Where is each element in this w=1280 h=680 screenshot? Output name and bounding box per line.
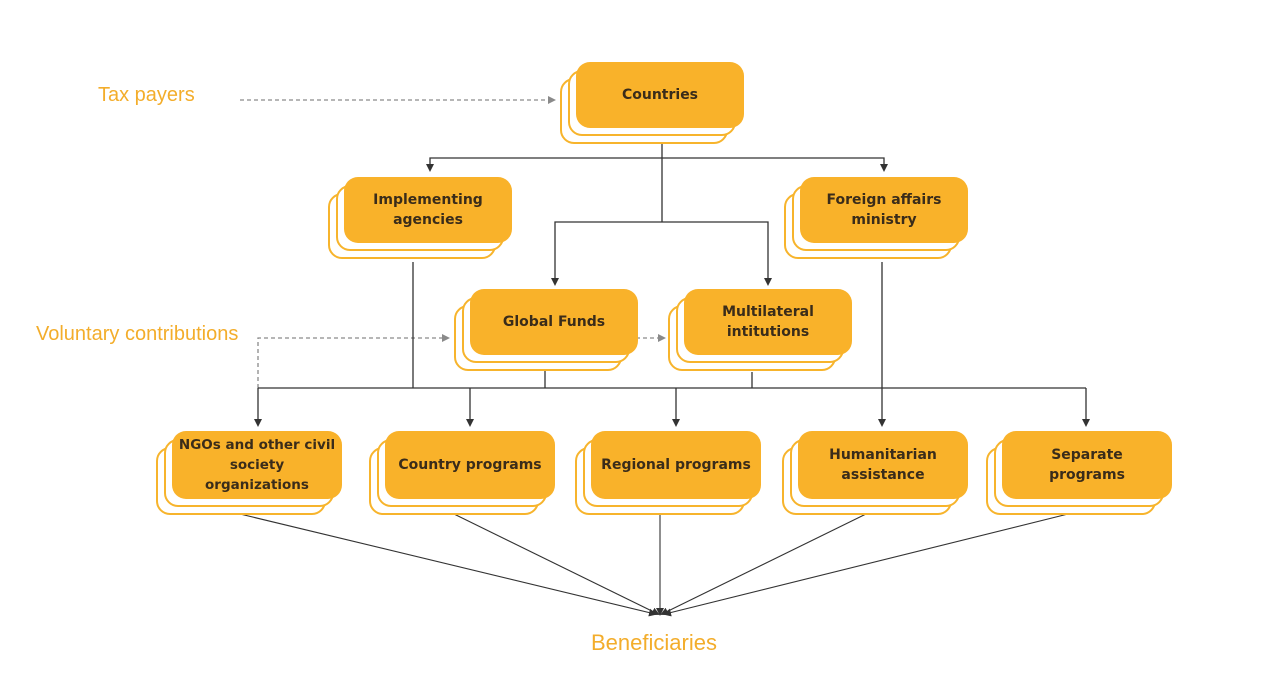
node-countries: Countries [560,62,744,146]
countries-label: Countries [576,62,744,128]
node-multilateral-institutions: Multilateral intitutions [668,289,852,373]
country-programs-to-beneficiaries-arrow [453,513,660,615]
node-global-funds: Global Funds [454,289,638,373]
countries-to-global-funds-arrow [551,221,662,286]
node-humanitarian-assistance: Humanitarian assistance [782,431,968,517]
foreign-affairs-ministry-label: Foreign affairs ministry [800,177,968,243]
beneficiaries-label: Beneficiaries [591,630,717,655]
separate-programs-label: Separate programs [1002,431,1172,499]
countries-to-foreign-affairs-arrow [662,157,888,172]
ngos-to-beneficiaries-arrow [239,513,657,617]
humanitarian-assistance-label: Humanitarian assistance [798,431,968,499]
countries-to-implementing-arrow [426,157,662,172]
voluntary-to-global-funds-arrow [257,334,450,388]
node-implementing-agencies: Implementing agencies [328,177,512,261]
countries-to-multilateral-arrow [662,221,772,286]
tax-payers-label: Tax payers [98,84,195,106]
separate-programs-to-beneficiaries-arrow [663,513,1069,617]
node-separate-programs: Separate programs [986,431,1172,517]
ngos-label: NGOs and other civil society organizatio… [172,431,342,499]
multilateral-institutions-label: Multilateral intitutions [684,289,852,355]
global-funds-label: Global Funds [470,289,638,355]
node-foreign-affairs-ministry: Foreign affairs ministry [784,177,968,261]
node-regional-programs: Regional programs [575,431,761,517]
regional-programs-label: Regional programs [591,431,761,499]
implementing-agencies-label: Implementing agencies [344,177,512,243]
node-country-programs: Country programs [369,431,555,517]
voluntary-contributions-label: Voluntary contributions [36,323,239,345]
humanitarian-to-beneficiaries-arrow [660,513,867,615]
country-programs-label: Country programs [385,431,555,499]
node-ngos: NGOs and other civil society organizatio… [156,431,342,517]
